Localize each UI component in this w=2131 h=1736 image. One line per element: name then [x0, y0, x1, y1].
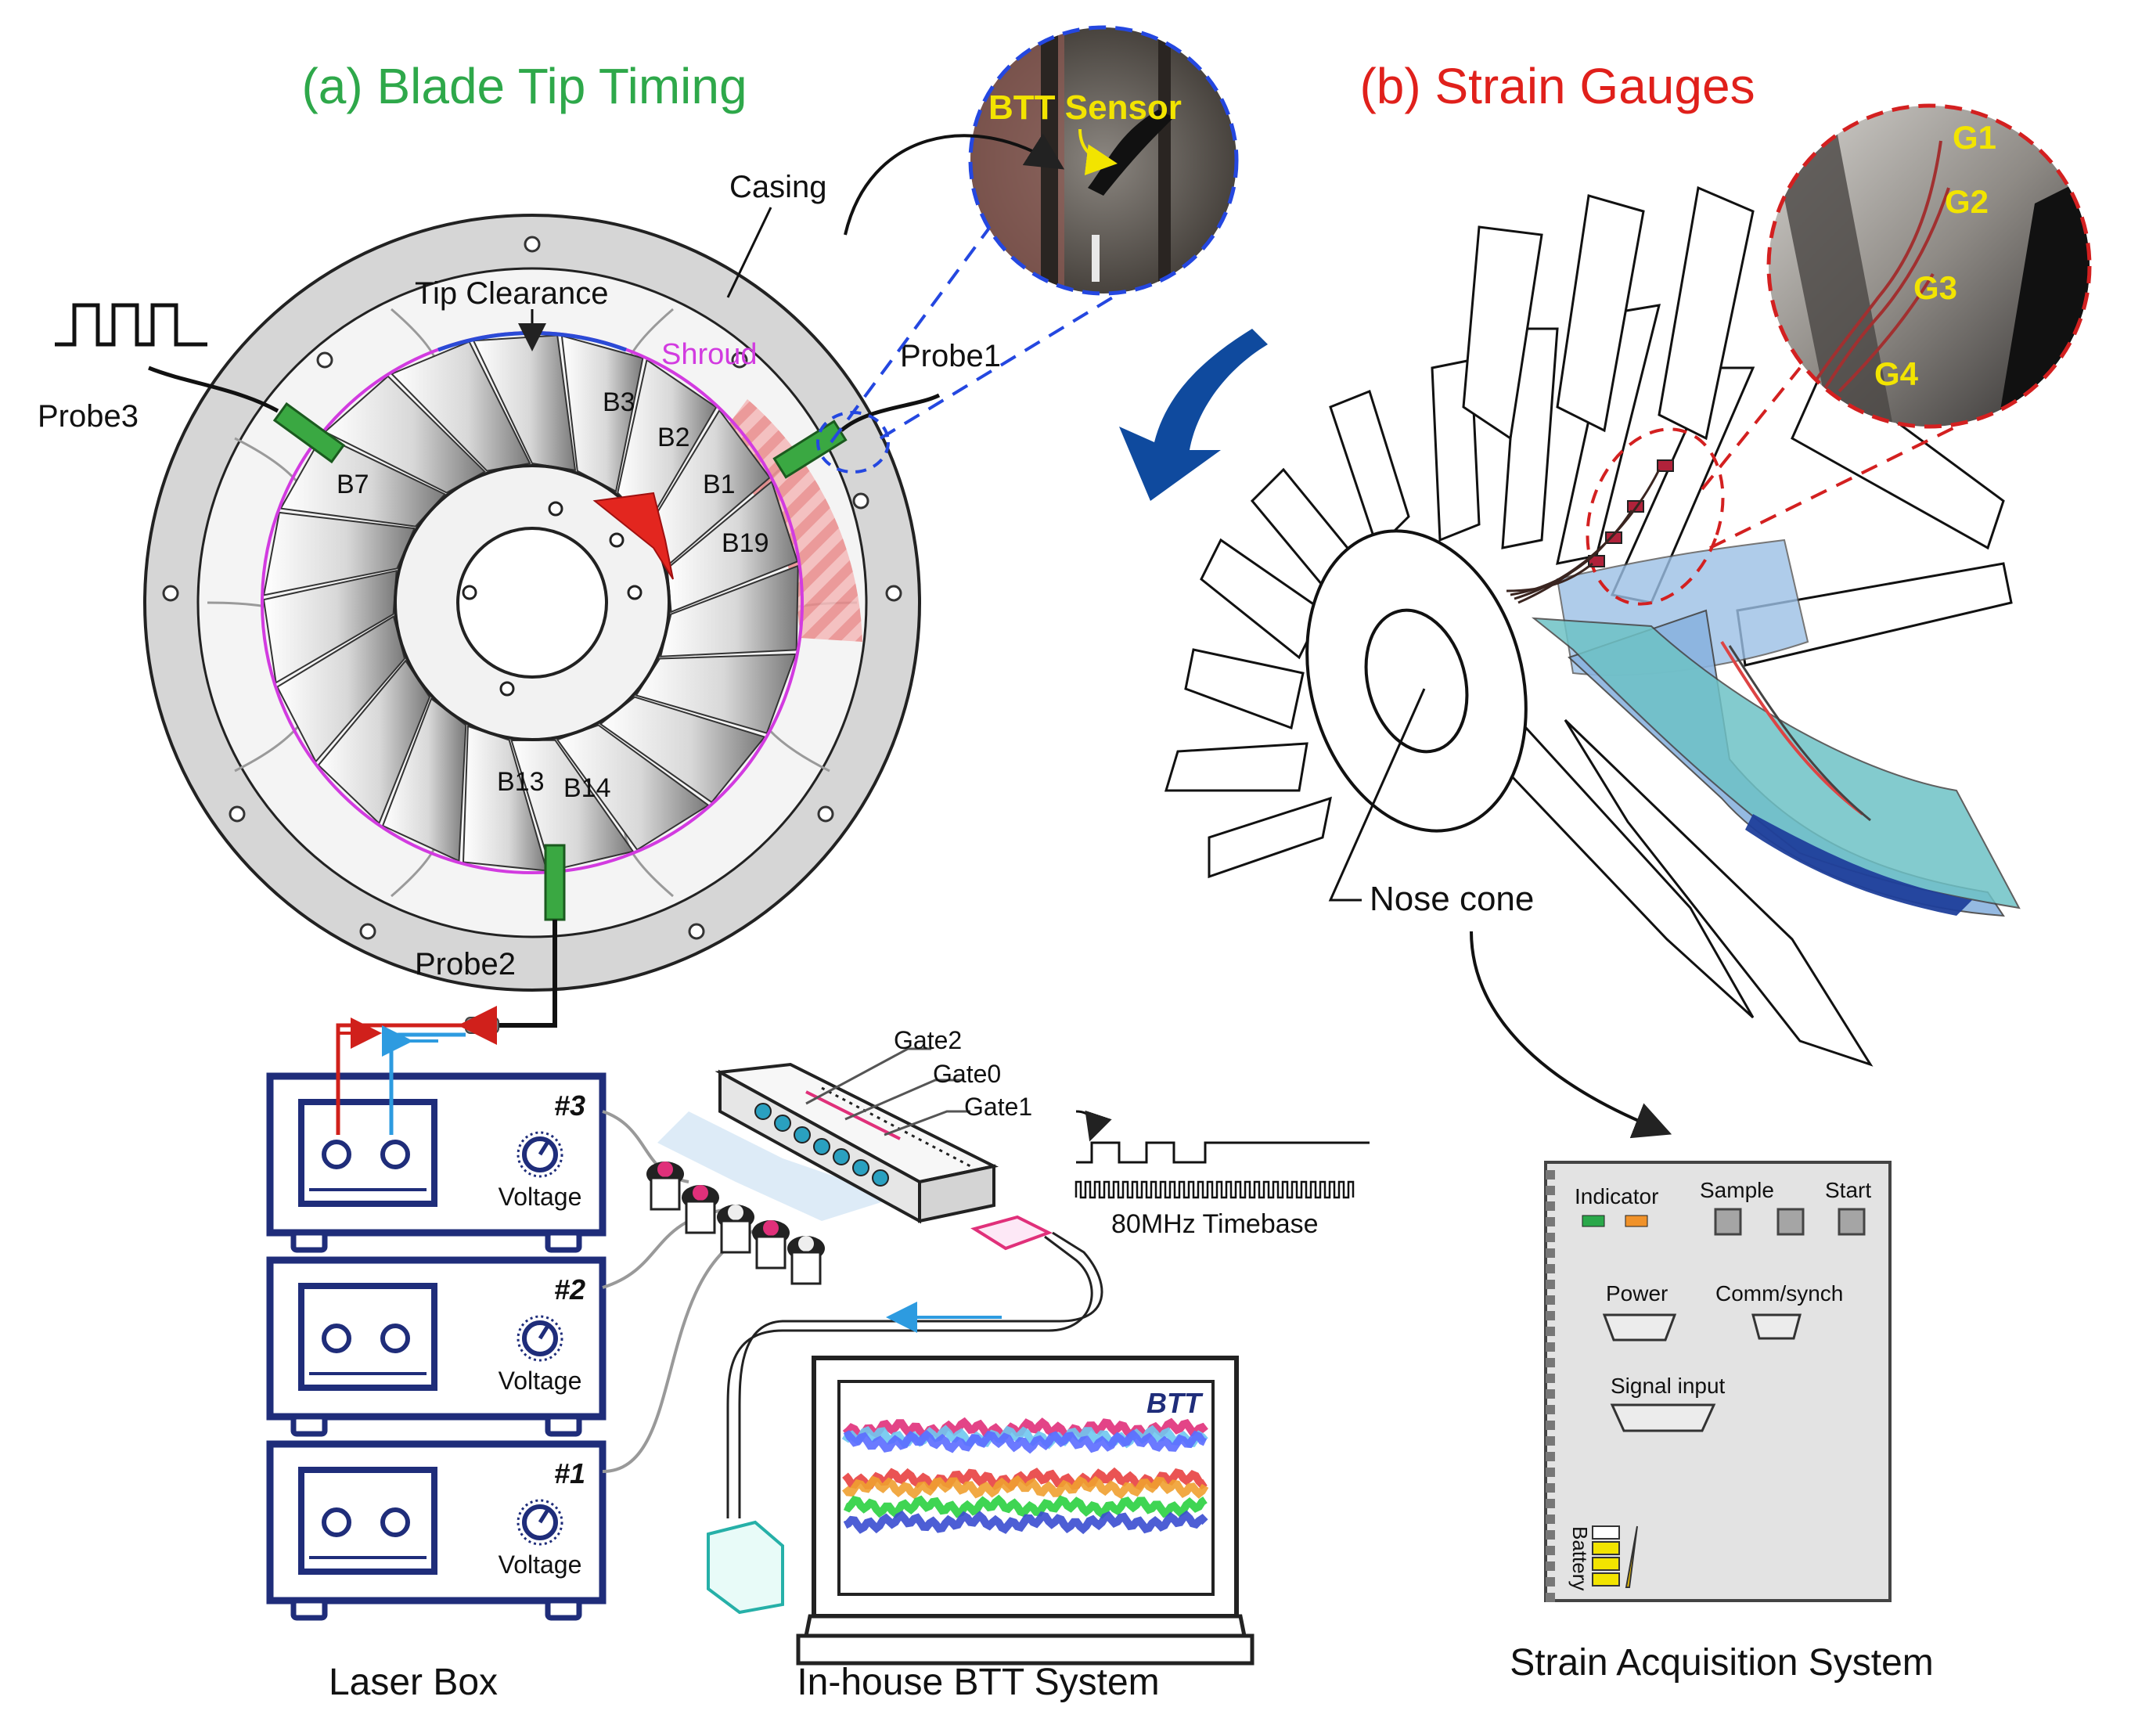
battery-cell-4 — [1592, 1572, 1620, 1587]
strain-gauge-photo: G1 G2 G3 G4 — [1766, 103, 2092, 429]
daq-card — [657, 1047, 999, 1224]
fan-blades — [1164, 185, 2013, 1067]
rotor-blades — [262, 334, 799, 872]
rotor-hub — [394, 464, 674, 741]
fan-blade — [1329, 390, 1410, 550]
fan-blade — [1791, 366, 2005, 550]
timebase-label: 80MHz Timebase — [1111, 1209, 1319, 1239]
sample-label: Sample — [1700, 1178, 1774, 1202]
monitor-btt-label: BTT — [1146, 1387, 1204, 1419]
laser-unit-id: #1 — [554, 1457, 585, 1489]
battery-cell-2 — [1592, 1541, 1620, 1555]
gate1-label: Gate1 — [964, 1093, 1032, 1121]
sample-button-2 — [1776, 1208, 1805, 1236]
fan-blade — [1462, 225, 1543, 441]
laser-unit-id: #2 — [554, 1273, 585, 1306]
voltage-label: Voltage — [499, 1551, 582, 1579]
gate2-label: Gate2 — [894, 1026, 962, 1054]
battery-cell-1 — [1592, 1525, 1620, 1540]
fan-blade — [1208, 796, 1332, 879]
usb-cable — [707, 1215, 1103, 1615]
comm-label: Comm/synch — [1715, 1281, 1843, 1306]
fan-blade — [1564, 719, 1874, 1067]
blade-b14: B14 — [563, 773, 611, 803]
btt-sensor-label: BTT Sensor — [988, 88, 1182, 127]
battery-cell-3 — [1592, 1557, 1620, 1571]
voltage-label: Voltage — [499, 1367, 582, 1395]
gate0-label: Gate0 — [933, 1060, 1001, 1088]
caption-btt-system: In-house BTT System — [797, 1662, 1159, 1703]
blade-b7: B7 — [337, 470, 369, 499]
probe3 — [55, 303, 346, 464]
shroud-label: Shroud — [661, 338, 758, 371]
gauge-g2: G2 — [1945, 183, 1989, 220]
probe3-pulse-signal — [55, 303, 207, 347]
strain-gauge-sheets — [1531, 538, 2021, 917]
fan-blade — [1556, 194, 1645, 433]
blade-b2: B2 — [657, 423, 690, 452]
probe1 — [772, 393, 941, 479]
signal-input-label: Signal input — [1611, 1374, 1726, 1398]
blade-b3: B3 — [603, 387, 635, 417]
sg-title: (b) Strain Gauges — [1359, 58, 1755, 114]
sample-button-1 — [1714, 1208, 1742, 1236]
tip-clearance-label: Tip Clearance — [415, 276, 609, 311]
probe1-label: Probe1 — [900, 339, 1001, 373]
gauge-cluster — [1506, 366, 1965, 606]
start-label: Start — [1825, 1178, 1871, 1202]
gate-pulse-train — [1076, 1141, 1370, 1164]
power-label: Power — [1606, 1281, 1668, 1306]
battery-level-wedge — [1625, 1525, 1638, 1588]
nose-cone — [1305, 529, 1528, 902]
probe2-label: Probe2 — [415, 947, 516, 981]
nose-cone-label: Nose cone — [1370, 880, 1534, 918]
gauge-g3: G3 — [1913, 269, 1957, 306]
voltage-label: Voltage — [499, 1183, 582, 1211]
fan-blade — [1184, 648, 1305, 730]
caption-laser-box: Laser Box — [329, 1662, 498, 1703]
start-button — [1838, 1208, 1866, 1236]
indicator-green-led — [1582, 1215, 1605, 1227]
gauge-g4: G4 — [1874, 355, 1919, 392]
signal-input-port — [1610, 1403, 1716, 1432]
bnc-connectors — [646, 1162, 825, 1285]
btt-monitor: BTT — [796, 1356, 1254, 1666]
fan-blade — [1164, 742, 1308, 792]
power-port — [1602, 1313, 1677, 1342]
casing-label: Casing — [729, 170, 827, 204]
rotation-arrow — [1119, 329, 1268, 501]
caption-strain-system: Strain Acquisition System — [1510, 1642, 1934, 1684]
btt-signal-traces — [841, 1417, 1209, 1535]
gauge-g1: G1 — [1953, 119, 1996, 156]
battery-label: Battery — [1568, 1526, 1592, 1590]
indicator-label: Indicator — [1575, 1184, 1658, 1208]
indicator-orange-led — [1625, 1215, 1648, 1227]
btt-title: (a) Blade Tip Timing — [301, 58, 747, 114]
blade-b13: B13 — [497, 767, 545, 797]
timebase-clock — [1074, 1180, 1355, 1199]
comm-port — [1751, 1313, 1802, 1340]
casing-bolts — [162, 236, 902, 940]
laser-unit-id: #3 — [554, 1090, 585, 1122]
strain-acquisition-panel: Indicator Sample Start Power Comm/synch … — [1544, 1161, 1892, 1602]
fan-blade — [1658, 185, 1755, 441]
signal-arrow — [1470, 931, 1672, 1139]
btt-sensor-photo: BTT Sensor — [830, 25, 1239, 444]
blade-b19: B19 — [722, 528, 769, 558]
blade-b1: B1 — [703, 470, 736, 499]
probe3-label: Probe3 — [38, 399, 139, 434]
